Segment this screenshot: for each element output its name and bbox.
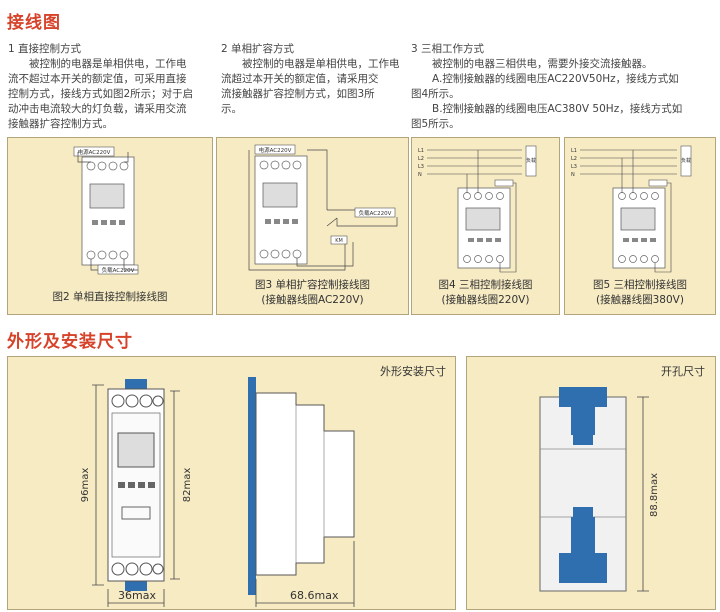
- clip-bottom: [559, 517, 607, 583]
- figure-caption: 图5 三相控制接线图: [592, 279, 688, 291]
- dim-line-width-front: [107, 589, 165, 607]
- km-label: KM: [335, 238, 343, 244]
- contactor-km: [330, 235, 348, 245]
- power-label-box: [73, 146, 115, 157]
- contactor-coil: [648, 179, 668, 187]
- wiring-diagram-fig5: L1 L2 L3 N 负载: [571, 145, 692, 273]
- load-label: 负载: [526, 157, 536, 164]
- col-line: 被控制的电器是单相供电，工作电: [242, 58, 400, 70]
- figure-panel-fig5: L1 L2 L3 N 负载 图5 三相控制接线图 (接触器线圈380V): [564, 137, 716, 315]
- figure-caption: (接触器线圈220V): [441, 294, 530, 306]
- din-clip-side: [248, 377, 256, 595]
- cutout-panel: 开孔尺寸 88.8max: [466, 356, 716, 610]
- col-line: 流接触器扩容控制方式，如图3所: [221, 88, 375, 100]
- dim-line-height-total: [92, 384, 104, 586]
- figure-panel-fig3: 电源AC220V 负载AC220V KM 图3 单相扩容控制接线图 (接触器线圈…: [216, 137, 409, 315]
- col-line: 示。: [221, 103, 242, 115]
- dim-line-height-body: [170, 390, 180, 580]
- col-line: 图5所示。: [411, 118, 460, 130]
- figure-panel-fig2: 电源AC220V 负载AC220V 图2 单相直接控制接线图: [7, 137, 213, 315]
- col-line: A.控制接触器的线圈电压AC220V50Hz，接线方式如: [432, 73, 679, 85]
- wiring-diagram-fig4: L1 L2 L3 N 负载: [418, 145, 537, 273]
- line-label: L1: [571, 148, 577, 154]
- power-label: 电源AC220V: [259, 146, 292, 154]
- line-label: L3: [418, 164, 424, 170]
- text-column-single-phase: 2 单相扩容方式 被控制的电器是单相供电，工作电 流超过本开关的额定值，请采用交…: [221, 42, 406, 117]
- dim-line-cutout-height: [637, 396, 649, 592]
- lcd-screen: [117, 432, 155, 468]
- col-line: 图4所示。: [411, 88, 460, 100]
- dim-label-height-body: 82max: [182, 468, 193, 503]
- load-label: 负载AC220V: [102, 266, 135, 274]
- clip-top: [559, 387, 607, 435]
- contactor-coil: [494, 179, 514, 187]
- section-title-dimensions: 外形及安装尺寸: [7, 332, 133, 352]
- figure-caption: 图4 三相控制接线图: [438, 279, 533, 291]
- power-label: 电源AC220V: [78, 148, 111, 156]
- timer-device: [81, 156, 135, 266]
- figure-caption: (接触器线圈AC220V): [261, 294, 364, 306]
- load-label-box: [97, 264, 139, 275]
- line-label: L1: [418, 148, 424, 154]
- wiring-diagram-fig3: 电源AC220V 负载AC220V KM: [248, 144, 398, 271]
- col-line: 被控制的电器是单相供电，工作电: [29, 58, 187, 70]
- dim-label-depth: 68.6max: [290, 589, 339, 602]
- load-label: 负载AC220V: [359, 209, 392, 217]
- cutout-drawing: 88.8max: [539, 387, 660, 592]
- col-heading: 2 单相扩容方式: [221, 43, 295, 55]
- figure-caption: (接触器线圈380V): [596, 294, 684, 306]
- text-column-direct-control: 1 直接控制方式 被控制的电器是单相供电，工作电 流不超过本开关的额定值，可采用…: [8, 42, 213, 132]
- col-line: 流超过本开关的额定值，请采用交: [221, 73, 379, 85]
- lcd-screen: [89, 183, 125, 209]
- col-line: 被控制的电器三相供电，需要外接交流接触器。: [432, 58, 653, 70]
- dim-label-height-total: 96max: [80, 468, 91, 503]
- text-column-three-phase: 3 三相工作方式 被控制的电器三相供电，需要外接交流接触器。 A.控制接触器的线…: [411, 42, 716, 132]
- line-label: N: [418, 172, 422, 178]
- side-view-device: [255, 392, 355, 576]
- col-heading: 1 直接控制方式: [8, 43, 82, 55]
- col-line: 接触器扩容控制方式。: [8, 118, 113, 130]
- line-label: N: [571, 172, 575, 178]
- wiring-diagram-fig2: 电源AC220V 负载AC220V: [73, 146, 139, 275]
- section-title-wiring: 接线图: [7, 13, 61, 33]
- line-label: L3: [571, 164, 577, 170]
- dimension-panel: 外形安装尺寸 96max 82max 36max 68.6max: [7, 356, 456, 610]
- timer-device: [254, 155, 308, 265]
- col-line: 动冲击电流较大的灯负载，请采用交流: [8, 103, 187, 115]
- figure-caption: 图3 单相扩容控制接线图: [254, 279, 371, 291]
- figure-caption: 图2 单相直接控制接线图: [52, 291, 168, 303]
- col-line: B.控制接触器的线圈电压AC380V 50Hz，接线方式如: [432, 103, 683, 115]
- line-label: L2: [571, 156, 577, 162]
- col-line: 控制方式，接线方式如图2所示；对于启: [8, 88, 194, 100]
- figure-panel-fig4: L1 L2 L3 N 负载 图4 三相控制接线图 (接触器线圈220V): [411, 137, 560, 315]
- col-heading: 3 三相工作方式: [411, 43, 485, 55]
- dim-label-cutout-height: 88.8max: [649, 473, 660, 517]
- dim-label-width-front: 36max: [118, 589, 156, 602]
- col-line: 流不超过本开关的额定值，可采用直接: [8, 73, 187, 85]
- line-label: L2: [418, 156, 424, 162]
- dimension-drawing: 96max 82max: [80, 377, 355, 607]
- load-label: 负载: [681, 157, 691, 164]
- panel-title: 外形安装尺寸: [380, 365, 446, 378]
- panel-title: 开孔尺寸: [661, 365, 705, 378]
- dim-line-depth: [255, 541, 355, 607]
